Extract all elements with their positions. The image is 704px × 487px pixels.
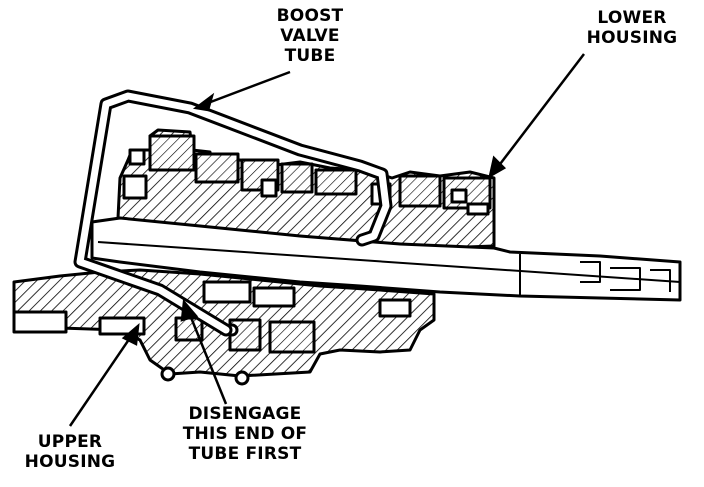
leader-disengage [186, 309, 228, 405]
leader-upper-housing [68, 331, 136, 427]
label-disengage-line-3: TUBE FIRST [188, 444, 302, 464]
label-disengage-line-1: DISENGAGE [188, 404, 302, 424]
label-upper-line-2: HOUSING [24, 452, 116, 472]
arrowhead-upper [121, 322, 140, 346]
label-boost-line-3: TUBE [284, 46, 336, 66]
arrowhead-lower [488, 155, 507, 179]
separator-plate [90, 216, 682, 302]
label-boost-line-1: BOOST [276, 6, 344, 26]
label-boost-line-2: VALVE [280, 26, 340, 46]
arrowhead-boost [192, 92, 215, 112]
leader-lines [68, 53, 585, 427]
label-boost-valve-tube: BOOST VALVE TUBE [268, 6, 352, 66]
leader-boost-valve-tube [199, 70, 291, 108]
label-upper-housing: UPPER HOUSING [20, 432, 120, 472]
label-lower-housing: LOWER HOUSING [576, 8, 688, 48]
label-disengage-line-2: THIS END OF [182, 424, 308, 444]
label-lower-line-1: LOWER [597, 8, 667, 28]
label-disengage: DISENGAGE THIS END OF TUBE FIRST [178, 404, 312, 464]
label-upper-line-1: UPPER [37, 432, 103, 452]
boost-valve-tube [73, 89, 393, 337]
lower-housing-body [116, 128, 496, 250]
leader-lower-housing [493, 53, 585, 173]
label-lower-line-2: HOUSING [586, 28, 678, 48]
arrowhead-disengage [180, 299, 199, 322]
